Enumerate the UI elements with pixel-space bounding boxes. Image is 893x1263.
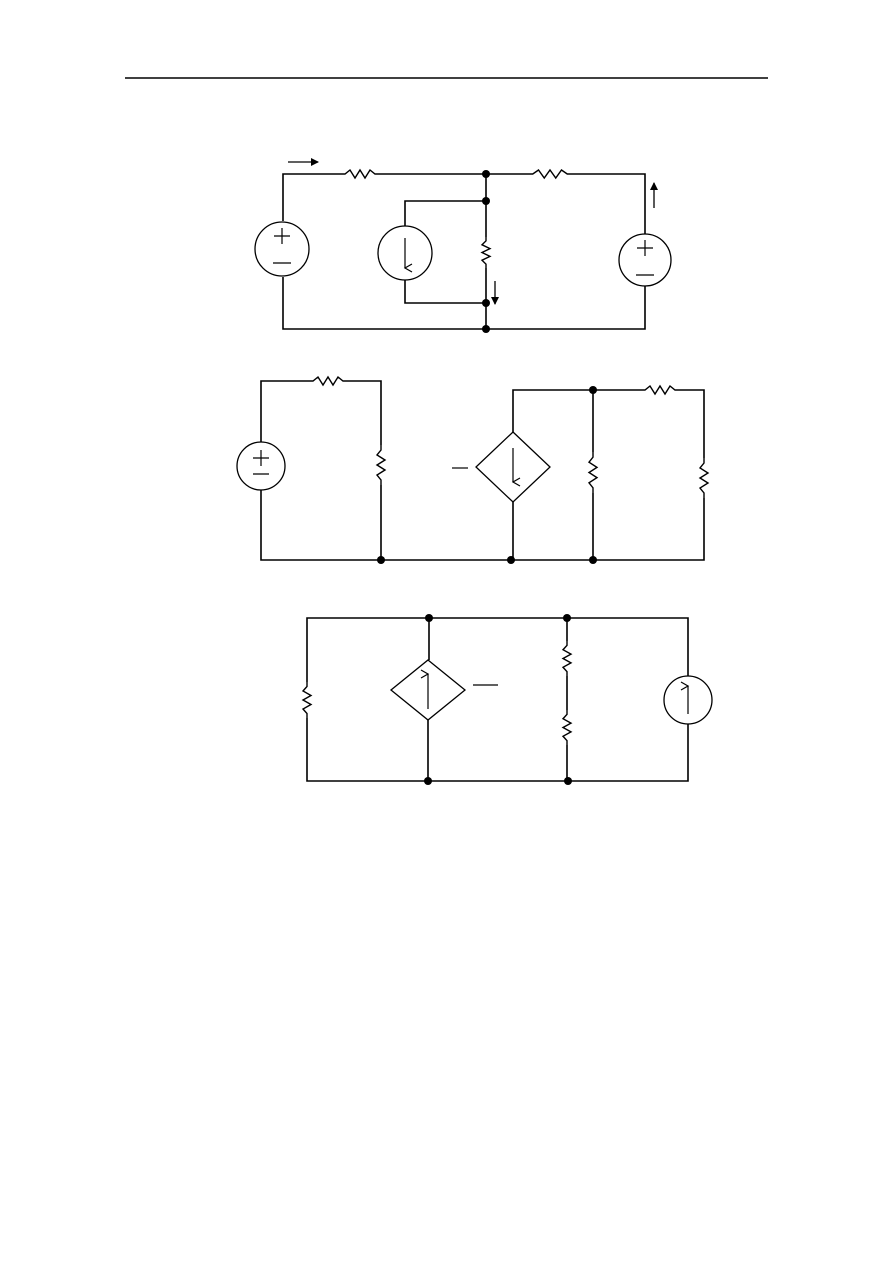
circuit-1 bbox=[254, 158, 672, 330]
resistor bbox=[561, 710, 573, 745]
junction-node bbox=[377, 556, 385, 564]
junction-node bbox=[564, 777, 572, 785]
wire bbox=[404, 200, 486, 304]
wire bbox=[306, 617, 689, 782]
resistor bbox=[301, 682, 313, 718]
junction-node bbox=[425, 614, 433, 622]
circuit-2 bbox=[236, 380, 705, 561]
resistor bbox=[640, 384, 680, 396]
dependent-current-source bbox=[475, 431, 551, 503]
resistor bbox=[375, 445, 387, 485]
resistor bbox=[561, 641, 573, 676]
voltage-source-left bbox=[254, 221, 310, 277]
wire bbox=[260, 380, 705, 561]
junction-node bbox=[507, 556, 515, 564]
junction-node bbox=[589, 386, 597, 394]
resistor bbox=[527, 168, 573, 180]
resistor bbox=[698, 458, 710, 498]
resistor bbox=[308, 375, 348, 387]
current-source bbox=[377, 225, 433, 281]
current-source bbox=[663, 675, 713, 725]
voltage-source-right bbox=[618, 233, 672, 287]
dependent-current-source bbox=[389, 659, 467, 721]
voltage-source bbox=[236, 441, 286, 491]
junction-node bbox=[482, 325, 490, 333]
junction-node bbox=[424, 777, 432, 785]
junction-node bbox=[563, 614, 571, 622]
circuit-3 bbox=[306, 617, 713, 782]
junction-node bbox=[589, 556, 597, 564]
wire bbox=[282, 277, 646, 330]
junction-node bbox=[482, 197, 490, 205]
resistor bbox=[480, 237, 492, 268]
wire bbox=[282, 173, 646, 234]
resistor bbox=[340, 168, 380, 180]
junction-node bbox=[482, 170, 490, 178]
junction-node bbox=[482, 299, 490, 307]
resistor bbox=[587, 452, 599, 493]
